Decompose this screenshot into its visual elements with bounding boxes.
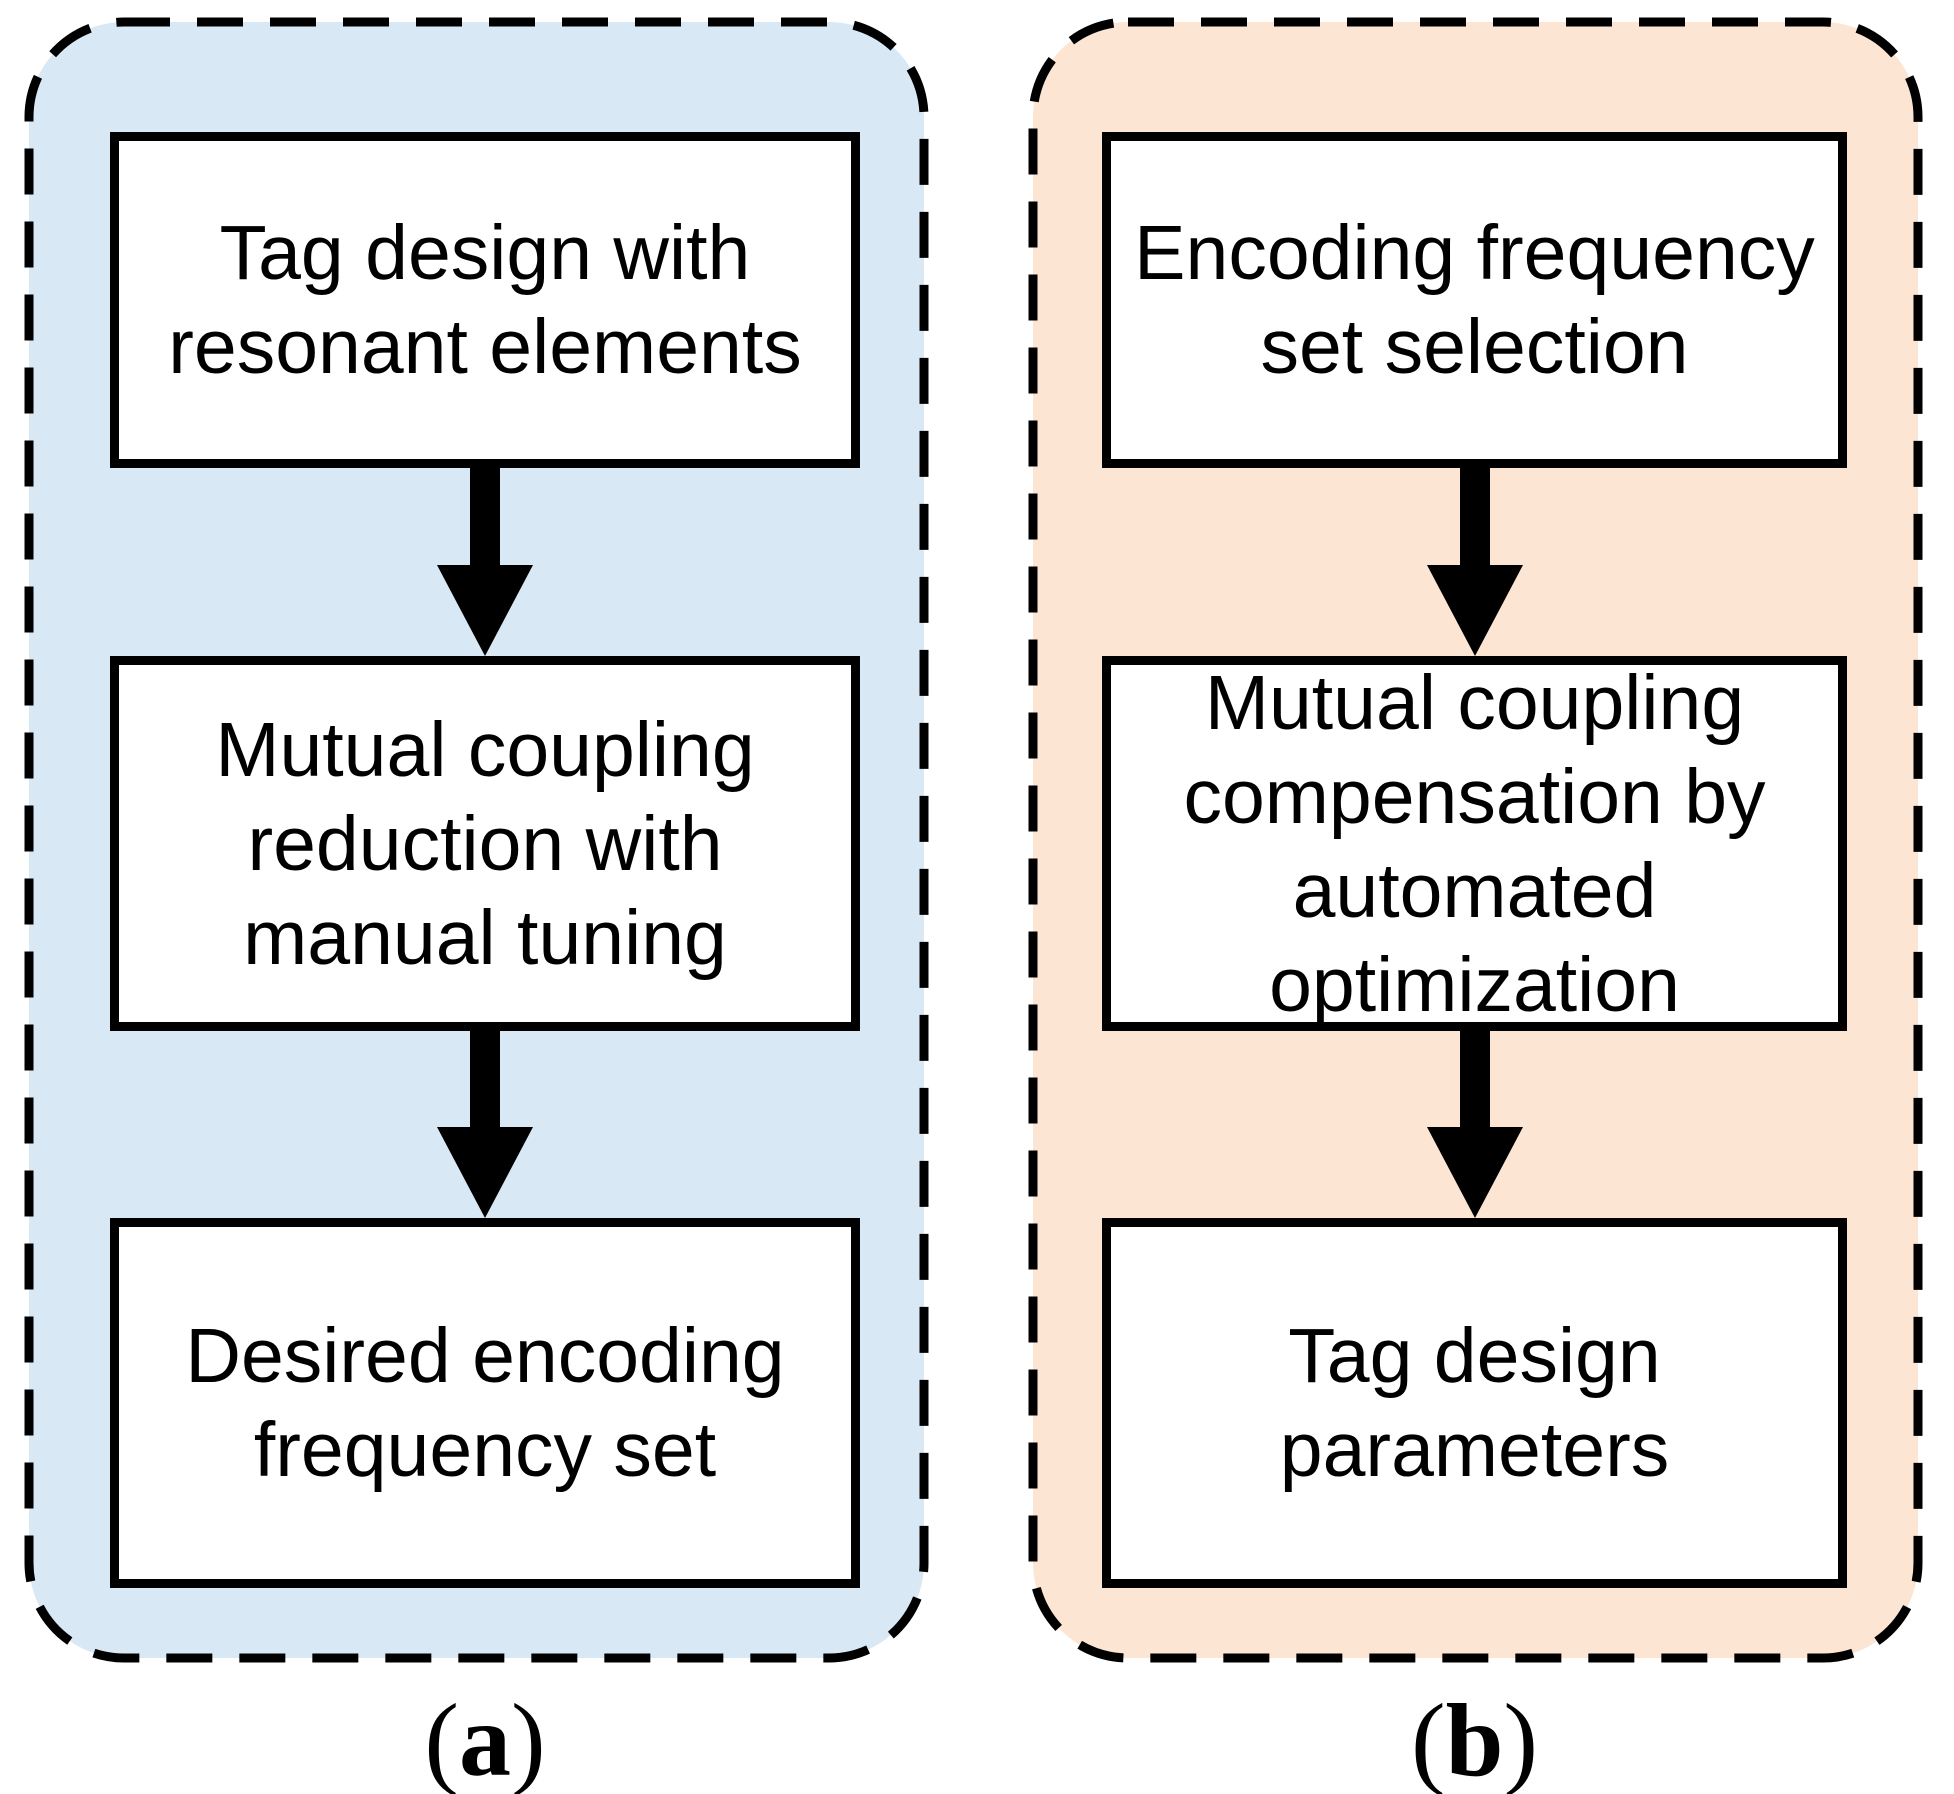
flow-step-desired-frequency-set: Desired encoding frequency set [110,1218,860,1588]
flow-step-encoding-frequency-selection: Encoding frequency set selection [1102,132,1847,468]
flow-step-line: optimization [1269,941,1680,1028]
panel-label-a: (a) [110,1688,860,1794]
flow-step-line: Mutual coupling [215,706,755,793]
flow-step-line: Mutual coupling [1204,659,1745,746]
arrow-head [1427,1127,1523,1218]
label-letter: a [459,1683,511,1794]
flow-step-mutual-coupling-reduction: Mutual coupling reduction with manual tu… [110,656,860,1031]
arrow-stem [1460,468,1490,565]
flow-step-line: resonant elements [168,304,802,390]
arrow-down-icon [437,468,533,656]
arrow-stem [470,468,500,565]
label-paren: ) [1503,1683,1539,1794]
flow-step-text: Mutual coupling compensation by automate… [1183,656,1765,1032]
label-paren: ( [424,1683,459,1794]
flow-step-text: Tag design with resonant elements [168,206,801,394]
flow-step-line: Tag design with [219,210,751,296]
flow-step-text: Encoding frequency set selection [1134,206,1815,394]
flow-step-text: Tag design parameters [1280,1309,1669,1497]
arrow-head [1427,565,1523,656]
flow-step-line: Encoding frequency [1134,210,1815,296]
panel-label-b: (b) [1102,1688,1847,1794]
flow-step-line: Desired encoding [185,1313,785,1399]
arrow-head [437,565,533,656]
flow-step-text: Mutual coupling reduction with manual tu… [215,703,754,985]
flow-step-tag-design-resonant: Tag design with resonant elements [110,132,860,468]
arrow-head [437,1127,533,1218]
arrow-stem [470,1031,500,1127]
arrow-down-icon [437,1031,533,1218]
flow-step-line: parameters [1279,1407,1670,1493]
flow-step-line: set selection [1260,304,1689,390]
arrow-stem [1460,1031,1490,1127]
flow-step-tag-design-parameters: Tag design parameters [1102,1218,1847,1588]
label-letter: b [1445,1683,1504,1794]
label-paren: ( [1410,1683,1446,1794]
label-paren: ) [511,1683,546,1794]
flow-step-line: compensation by [1183,753,1766,840]
flow-step-line: Tag design [1288,1313,1661,1399]
flow-step-line: reduction with [247,800,723,887]
arrow-down-icon [1427,1031,1523,1218]
flow-step-text: Desired encoding frequency set [185,1309,784,1497]
arrow-down-icon [1427,468,1523,656]
flow-step-line: manual tuning [243,894,727,981]
flow-step-mutual-coupling-compensation: Mutual coupling compensation by automate… [1102,656,1847,1031]
flow-step-line: frequency set [253,1407,717,1493]
flow-step-line: automated [1292,847,1657,934]
